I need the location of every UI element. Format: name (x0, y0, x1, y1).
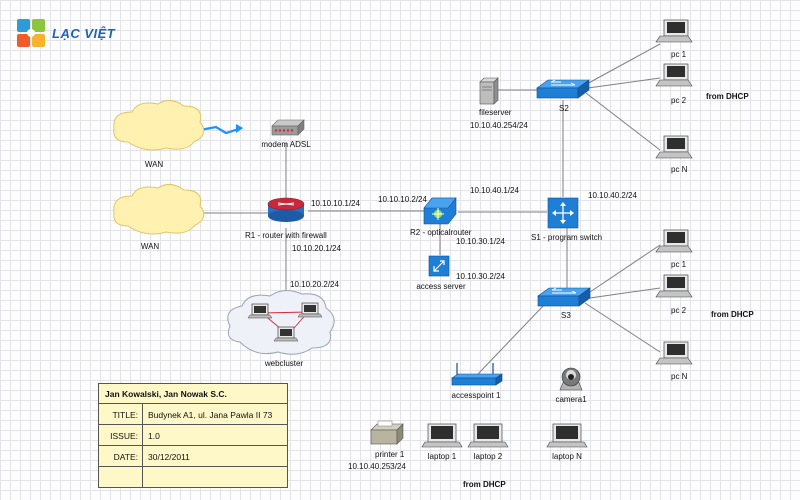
webcluster-laptop-2 (297, 302, 323, 318)
logo: LẠC VIỆT (16, 18, 115, 48)
r1-label: R1 - router with firewall (245, 231, 327, 240)
switch-s3: S3 (537, 287, 591, 320)
title-block-row (99, 467, 287, 488)
access-server: 10.10.30.2/24 access server (416, 255, 505, 291)
accesspoint: accesspoint 1 (451, 363, 503, 400)
accesspoint-label: accesspoint 1 (452, 391, 501, 400)
pc2-mid-label: pc 2 (671, 306, 687, 315)
title-block-key: TITLE: (99, 404, 143, 424)
printer-ip: 10.10.40.253/24 (348, 462, 406, 471)
webcluster-laptop-3 (273, 326, 299, 342)
s1-label: S1 - program switch (531, 233, 602, 242)
fileserver-label: fileserver (479, 108, 512, 117)
link-s3-pc1 (586, 244, 661, 295)
dhcp-mid-label: from DHCP (711, 310, 754, 319)
pcN-top-label: pc N (671, 165, 688, 174)
title-block-row: ISSUE: 1.0 (99, 425, 287, 446)
title-block-header: Jan Kowalski, Jan Nowak S.C. (99, 384, 287, 404)
title-block-value: 30/12/2011 (148, 452, 190, 462)
pc-mid-2: pc 2 (655, 274, 693, 315)
webcluster-ip: 10.10.20.2/24 (290, 280, 339, 289)
printer-label: printer 1 (375, 450, 405, 459)
link-wan-modem (199, 125, 243, 135)
laptop-n: laptop N (546, 423, 588, 461)
pc2-top-label: pc 2 (671, 96, 687, 105)
laptop1-label: laptop 1 (428, 452, 457, 461)
r2-ip-c: 10.10.40.1/24 (470, 186, 519, 195)
title-block-value: Budynek A1, ul. Jana Pawla II 73 (148, 410, 273, 420)
pc-mid-1: pc 1 (655, 229, 693, 269)
webcluster-label: webcluster (264, 359, 304, 368)
dhcp-top-label: from DHCP (706, 92, 749, 101)
camera: camera1 (555, 367, 587, 404)
dhcp-bottom-label: from DHCP (463, 480, 506, 489)
modem-adsl: modem ADSL (261, 119, 311, 149)
fileserver-ip: 10.10.40.254/24 (470, 121, 528, 130)
wan-top-label: WAN (145, 160, 164, 169)
wan-bottom-label: WAN (141, 242, 160, 251)
title-block: Jan Kowalski, Jan Nowak S.C. TITLE: Budy… (98, 383, 288, 488)
r2-ip-a: 10.10.10.2/24 (378, 195, 427, 204)
pc1-top-label: pc 1 (671, 50, 687, 59)
title-block-value: 1.0 (148, 431, 160, 441)
switch-s2: S2 (536, 79, 590, 113)
title-block-value (143, 467, 148, 488)
link-s3-pc2 (589, 287, 661, 299)
title-block-key: DATE: (99, 446, 143, 466)
access-server-label: access server (416, 282, 466, 291)
logo-text: LẠC VIỆT (52, 25, 116, 41)
access-server-ip: 10.10.30.2/24 (456, 272, 505, 281)
router-r2: 10.10.10.2/24 R2 - opticalrouter 10.10.3… (378, 186, 519, 246)
pc-mid-n: pc N (655, 341, 693, 381)
pcN-mid-label: pc N (671, 372, 688, 381)
r2-label: R2 - opticalrouter (410, 228, 472, 237)
router-r1: R1 - router with firewall 10.10.10.1/24 … (245, 197, 360, 253)
logo-mark-icon (17, 19, 45, 47)
laptop-2: laptop 2 (467, 423, 509, 461)
r1-ip-a: 10.10.10.1/24 (311, 199, 360, 208)
link-s3-accesspoint (477, 303, 546, 375)
links (200, 43, 661, 375)
s2-label: S2 (559, 104, 569, 113)
title-block-key (99, 467, 143, 488)
link-s2-pc2 (587, 77, 661, 89)
link-s3-pcN (584, 302, 661, 353)
pc-top-2: pc 2 (655, 63, 693, 105)
s3-label: S3 (561, 311, 571, 320)
pc-top-n: pc N (655, 135, 693, 174)
wan-cloud-bottom: WAN (113, 184, 205, 251)
camera-label: camera1 (555, 395, 587, 404)
pc-top-1: pc 1 (655, 19, 693, 59)
laptop-1: laptop 1 (421, 423, 463, 461)
pc1-mid-label: pc 1 (671, 260, 687, 269)
s1-ip: 10.10.40.2/24 (588, 191, 637, 200)
webcluster-laptop-1 (247, 303, 273, 319)
switch-s1: 10.10.40.2/24 S1 - program switch (531, 191, 637, 242)
fileserver: fileserver 10.10.40.254/24 (470, 77, 528, 130)
printer: printer 1 10.10.40.253/24 (348, 420, 406, 471)
webcluster: 10.10.20.2/24 webcluster (227, 280, 339, 368)
laptopN-label: laptop N (552, 452, 582, 461)
serial-arrow-icon (236, 124, 243, 133)
modem-label: modem ADSL (261, 140, 311, 149)
laptop2-label: laptop 2 (474, 452, 503, 461)
link-s2-pcN (585, 92, 661, 151)
title-block-key: ISSUE: (99, 425, 143, 445)
link-s2-pc1 (584, 43, 661, 86)
r1-ip-b: 10.10.20.1/24 (292, 244, 341, 253)
title-block-row: DATE: 30/12/2011 (99, 446, 287, 467)
r2-ip-b: 10.10.30.1/24 (456, 237, 505, 246)
title-block-row: TITLE: Budynek A1, ul. Jana Pawla II 73 (99, 404, 287, 425)
wan-cloud-top: WAN (113, 100, 205, 169)
